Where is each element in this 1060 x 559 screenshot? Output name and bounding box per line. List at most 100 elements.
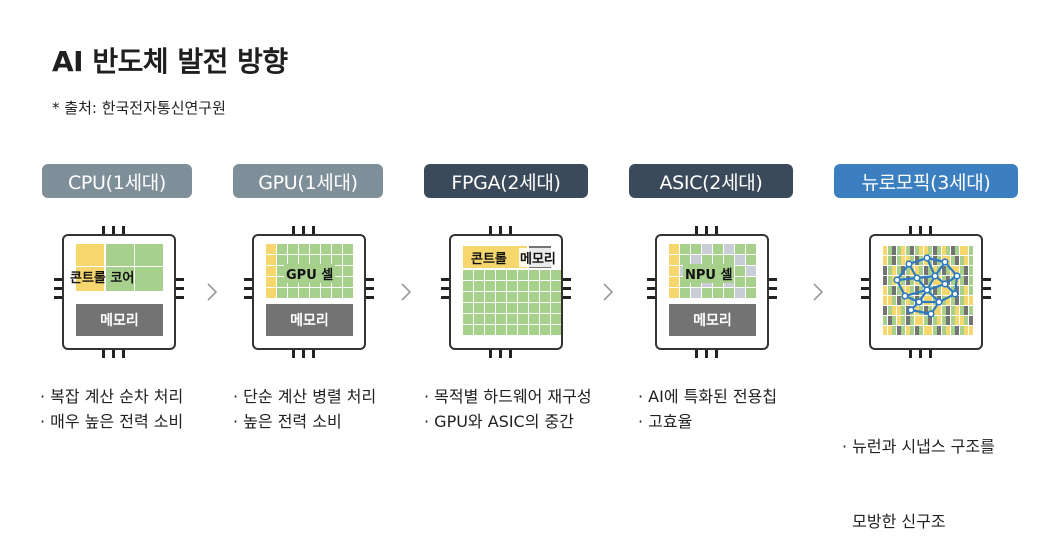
- core-block: [135, 244, 163, 266]
- synapse-cell: [905, 256, 910, 265]
- synapse-cell: [901, 296, 905, 305]
- synapse-cell: [901, 326, 905, 335]
- chip-cell: [518, 292, 528, 302]
- synapse-cell: [928, 326, 932, 335]
- synapse-cell: [905, 316, 910, 325]
- stage-desc-asic: · AI에 특화된 전용칩 · 고효율: [638, 384, 777, 434]
- synapse-cell: [950, 256, 955, 265]
- synapse-cell: [959, 326, 964, 335]
- chip-cell: [529, 281, 539, 291]
- neuron-node: [923, 254, 931, 262]
- chip-pin: [441, 296, 449, 299]
- chip-cell: [266, 244, 276, 254]
- synapse-cell: [932, 266, 937, 275]
- chip-pin: [695, 226, 698, 234]
- synapse-cell: [959, 306, 964, 315]
- synapse-cell: [968, 256, 973, 265]
- chip-pin: [909, 226, 912, 234]
- synapse-cell: [896, 286, 901, 295]
- chip-cell: [266, 266, 276, 276]
- chip-cell: [724, 288, 734, 298]
- chip-cell: [485, 303, 495, 313]
- synapse-cell: [968, 326, 973, 335]
- chip-cell: [288, 255, 298, 265]
- chip-cell: [343, 266, 353, 276]
- synapse-cell: [910, 326, 914, 335]
- chip-pin: [509, 226, 512, 234]
- stage-label-asic: ASIC(2세대): [629, 164, 793, 198]
- chip-cell: [463, 281, 473, 291]
- memory-block: 메모리: [669, 304, 756, 336]
- synapse-cell: [901, 316, 905, 325]
- neuron-node: [953, 272, 961, 280]
- synapse-cell: [892, 256, 896, 265]
- chevron-right-icon: [603, 283, 614, 301]
- synapse-cell: [901, 246, 905, 255]
- chip-label: GPU 셀: [284, 264, 336, 283]
- synapse-cell: [887, 276, 892, 285]
- chip-pin: [983, 296, 991, 299]
- chip-cell: [691, 288, 701, 298]
- chip-cell: [735, 288, 745, 298]
- chip-cell: [735, 266, 745, 276]
- neuron-node: [893, 276, 901, 284]
- chip-pin: [705, 350, 708, 358]
- synapse-cell: [959, 316, 964, 325]
- chip-pin: [563, 296, 571, 299]
- desc-line: · 단순 계산 병렬 처리: [233, 387, 377, 406]
- chip-cell: [496, 281, 506, 291]
- stage-desc-cpu: · 복잡 계산 순차 처리 · 매우 높은 전력 소비: [40, 384, 183, 434]
- chip-cell: [332, 255, 342, 265]
- chip-pin: [244, 296, 252, 299]
- chip-cell: [310, 288, 320, 298]
- synapse-cell: [910, 286, 914, 295]
- synapse-cell: [964, 316, 968, 325]
- chip-cell: [507, 270, 517, 280]
- synapse-cell: [946, 246, 950, 255]
- synapse-cell: [919, 276, 923, 285]
- stage-desc-gpu: · 단순 계산 병렬 처리 · 높은 전력 소비: [233, 384, 376, 434]
- chip-cell: [713, 255, 723, 265]
- chip-pin: [112, 226, 115, 234]
- synapse-cell: [932, 296, 937, 305]
- synapse-cell: [910, 276, 914, 285]
- synapse-cell: [941, 286, 946, 295]
- chip-pin: [769, 278, 777, 281]
- chip-cell: [507, 303, 517, 313]
- neuron-node: [913, 274, 921, 282]
- chip-cell: [702, 255, 712, 265]
- neuron-node: [905, 260, 913, 268]
- synapse-cell: [883, 266, 887, 275]
- core-block: [106, 267, 134, 291]
- chip-cell: [343, 277, 353, 287]
- synapse-cell: [923, 326, 928, 335]
- synapse-cell: [923, 316, 928, 325]
- chip-pin: [861, 296, 869, 299]
- chip-cell: [529, 292, 539, 302]
- chip-cell: [299, 288, 309, 298]
- chip-cell: [474, 270, 484, 280]
- chip-cell: [463, 303, 473, 313]
- synapse-cell: [959, 266, 964, 275]
- chip-pin: [919, 350, 922, 358]
- synapse-cell: [941, 266, 946, 275]
- synapse-cell: [946, 316, 950, 325]
- synapse-cell: [928, 276, 932, 285]
- chip-cell: [540, 325, 550, 335]
- synapse-cell: [946, 306, 950, 315]
- chip-pin: [647, 278, 655, 281]
- synapse-cell: [946, 296, 950, 305]
- synapse-cell: [968, 246, 973, 255]
- synapse-cell: [896, 306, 901, 315]
- synapse-cell: [883, 326, 887, 335]
- chip-cell: [299, 244, 309, 254]
- synapse-cell: [937, 316, 941, 325]
- chip-pin: [54, 296, 62, 299]
- synapse-cell: [968, 296, 973, 305]
- synapse-cell: [887, 326, 892, 335]
- chip-cell: [551, 325, 561, 335]
